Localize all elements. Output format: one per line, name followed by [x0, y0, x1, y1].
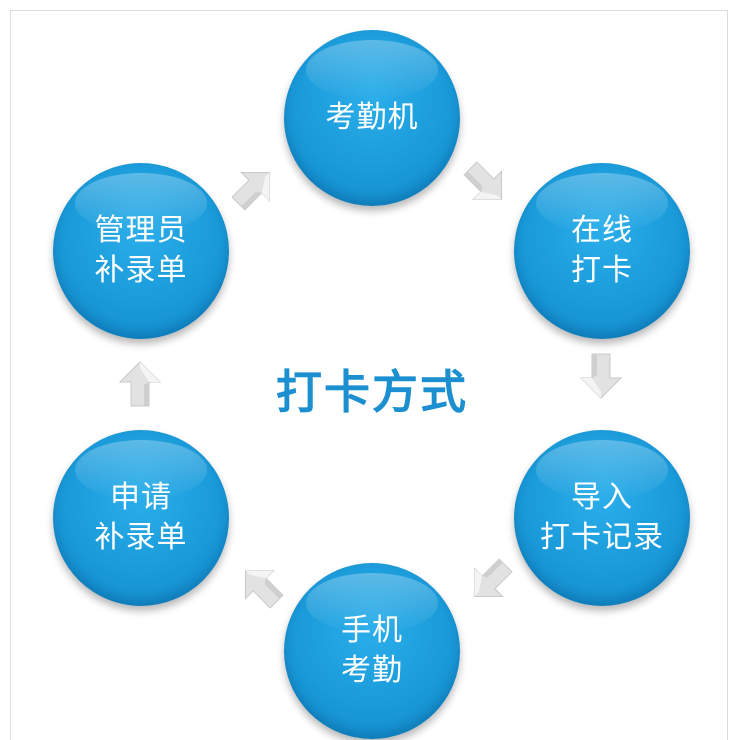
block-arrow-icon — [579, 353, 623, 399]
node-attendance-machine: 考勤机 — [284, 30, 460, 206]
node-label-line: 申请 — [110, 480, 172, 515]
block-arrow-icon — [463, 161, 503, 201]
diagram-frame — [10, 10, 728, 740]
node-label-line: 管理员 — [94, 213, 188, 248]
node-admin-supplement: 管理员 补录单 — [53, 163, 229, 339]
node-apply-supplement: 申请 补录单 — [53, 430, 229, 606]
node-label-line: 考勤 — [341, 653, 403, 688]
node-online-clock-in: 在线 打卡 — [514, 163, 690, 339]
node-mobile-attendance: 手机 考勤 — [284, 563, 460, 739]
block-arrow-icon — [244, 569, 284, 609]
center-title: 打卡方式 — [276, 365, 468, 419]
block-arrow-icon — [118, 361, 162, 407]
node-import-records: 导入 打卡记录 — [514, 430, 690, 606]
node-label-line: 打卡记录 — [540, 520, 664, 555]
block-arrow-icon — [473, 558, 513, 598]
block-arrow-icon — [231, 171, 271, 211]
node-label-line: 考勤机 — [325, 100, 419, 135]
node-label-line: 在线 — [571, 213, 633, 248]
node-label-line: 导入 — [571, 480, 633, 515]
node-label-line: 补录单 — [94, 520, 188, 555]
node-label-line: 手机 — [341, 613, 403, 648]
node-label-line: 补录单 — [94, 253, 188, 288]
node-label-line: 打卡 — [571, 253, 633, 288]
